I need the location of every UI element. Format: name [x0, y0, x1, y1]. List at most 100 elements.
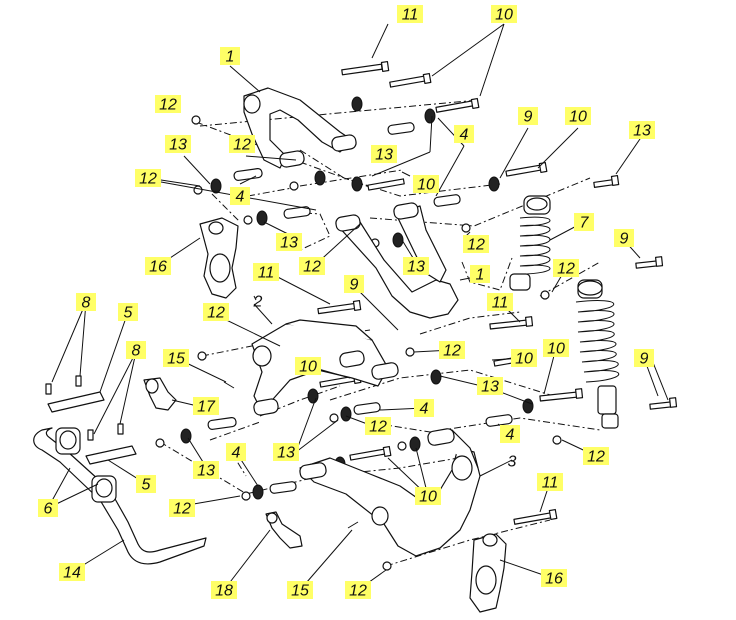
callout-number: 12 — [303, 259, 321, 276]
callout-box — [203, 303, 229, 321]
callout-number: 13 — [407, 259, 425, 276]
callout-number: 5 — [142, 477, 151, 494]
callout-box — [229, 135, 255, 153]
callout-number: 7 — [580, 215, 590, 232]
callout-number: 12 — [173, 501, 191, 518]
callout-number: 18 — [215, 583, 233, 600]
callout-number: 4 — [420, 401, 429, 418]
shock-absorber-top — [509, 195, 551, 291]
callout-box — [614, 229, 634, 247]
callout-box — [211, 581, 237, 599]
callout-11: 11 — [537, 473, 563, 492]
callout-number: 13 — [277, 445, 295, 462]
callout-13: 13 — [193, 461, 219, 480]
callout-box — [583, 447, 609, 465]
callout-box — [118, 303, 138, 321]
callout-number: 11 — [492, 295, 509, 312]
callout-9: 9 — [344, 275, 364, 294]
callout-number: 9 — [620, 231, 629, 248]
callout-number: 12 — [233, 137, 251, 154]
callout-4: 4 — [226, 443, 246, 462]
callout-number: 12 — [557, 261, 575, 278]
callout-8: 8 — [76, 293, 96, 312]
part-label-2: 2 — [253, 294, 263, 311]
callout-box — [38, 499, 58, 517]
callout-12: 12 — [439, 341, 465, 360]
callout-box — [287, 581, 313, 599]
callout-box — [413, 175, 439, 193]
callout-12: 12 — [169, 499, 195, 518]
callout-box — [126, 341, 146, 359]
callout-number: 9 — [524, 109, 533, 126]
callout-number: 4 — [506, 427, 515, 444]
callout-number: 10 — [495, 7, 513, 24]
callout-15: 15 — [163, 349, 189, 368]
callout-box — [230, 187, 250, 205]
callout-number: 12 — [587, 449, 605, 466]
callout-box — [553, 259, 579, 277]
callout-12: 12 — [345, 581, 371, 600]
callout-box — [145, 257, 171, 275]
callout-box — [371, 145, 397, 163]
callout-box — [541, 569, 567, 587]
callout-box — [463, 235, 489, 253]
callout-box — [76, 293, 96, 311]
callout-number: 1 — [476, 267, 485, 284]
callout-number: 15 — [291, 583, 309, 600]
callout-16: 16 — [145, 257, 171, 276]
callout-box — [487, 293, 513, 311]
callout-box — [491, 5, 517, 23]
callout-box — [403, 257, 429, 275]
callout-box — [518, 107, 538, 125]
callout-16: 16 — [541, 569, 567, 588]
callout-10: 10 — [511, 349, 537, 368]
callout-box — [193, 461, 219, 479]
callout-13: 13 — [273, 443, 299, 462]
bracket-parts — [45, 375, 137, 465]
callout-number: 10 — [547, 341, 565, 358]
callout-9: 9 — [634, 349, 654, 368]
callout-box — [295, 357, 321, 375]
plain-label-layer: 23 — [253, 294, 517, 471]
callout-number: 16 — [545, 571, 563, 588]
callout-10: 10 — [415, 487, 441, 506]
callout-number: 6 — [44, 501, 53, 518]
callout-number: 8 — [132, 343, 141, 360]
callout-number: 13 — [169, 137, 187, 154]
part-label-3: 3 — [508, 454, 517, 471]
callout-box — [136, 475, 156, 493]
callout-number: 1 — [226, 49, 235, 66]
callout-7: 7 — [574, 213, 594, 232]
callout-number: 4 — [460, 127, 469, 144]
callout-box — [511, 349, 537, 367]
callout-12: 12 — [463, 235, 489, 254]
callout-11: 11 — [397, 5, 423, 24]
callout-box — [414, 399, 434, 417]
callout-box — [365, 417, 391, 435]
callout-17: 17 — [193, 397, 219, 416]
callout-number: 12 — [159, 97, 177, 114]
callout-number: 13 — [633, 123, 651, 140]
callout-number: 12 — [369, 419, 387, 436]
callout-box — [345, 581, 371, 599]
callout-4: 4 — [454, 125, 474, 144]
upper-a-arm-top — [243, 87, 357, 169]
callout-number: 10 — [299, 359, 317, 376]
callout-12: 12 — [553, 259, 579, 278]
upper-a-arm-right — [335, 202, 459, 319]
callout-box — [470, 265, 490, 283]
callout-11: 11 — [253, 263, 279, 282]
callout-number: 10 — [419, 489, 437, 506]
callout-11: 11 — [487, 293, 513, 312]
callout-box — [299, 257, 325, 275]
callout-box — [135, 169, 161, 187]
callout-box — [276, 233, 302, 251]
callout-box — [415, 487, 441, 505]
callout-1: 1 — [220, 47, 240, 66]
callout-number: 4 — [236, 189, 245, 206]
callout-number: 13 — [481, 379, 499, 396]
callout-box — [454, 125, 474, 143]
bolt-parts — [317, 61, 678, 525]
callout-number: 4 — [232, 445, 241, 462]
callout-9: 9 — [518, 107, 538, 126]
